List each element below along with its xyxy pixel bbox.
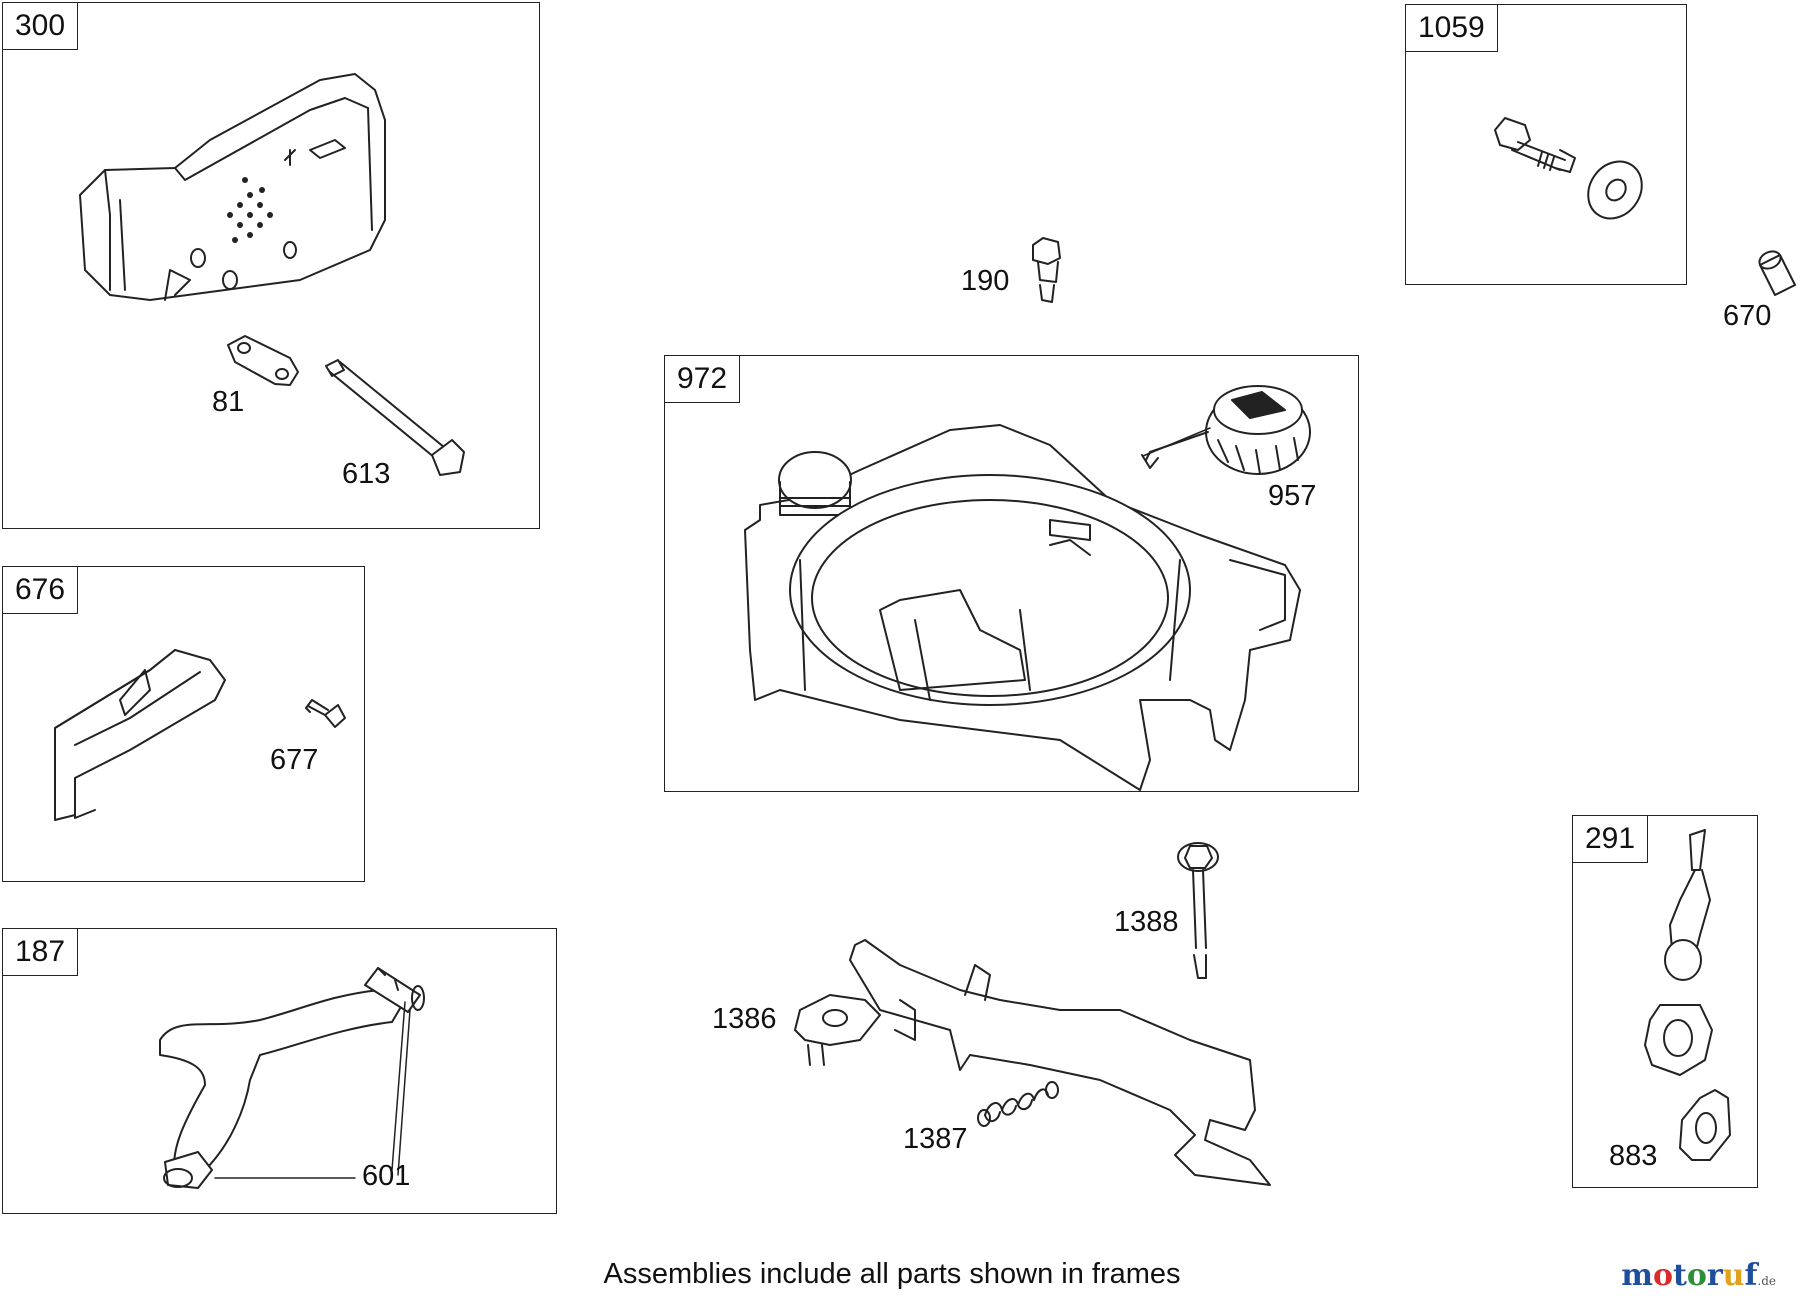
callout-1387: 1387 — [903, 1123, 968, 1155]
logo-letter: u — [1722, 1258, 1745, 1293]
motoruf-logo: motoruf.de — [1621, 1258, 1776, 1293]
frame-label: 187 — [3, 929, 79, 976]
frame-291: 291 — [1572, 815, 1758, 1188]
gasket-883-part — [1679, 1089, 1731, 1161]
screw-677-part — [305, 699, 346, 728]
muffler-part — [79, 73, 386, 301]
logo-letter: m — [1621, 1258, 1653, 1293]
callout-670: 670 — [1723, 300, 1772, 332]
logo-suffix: .de — [1757, 1274, 1776, 1288]
leader-lines — [214, 427, 1211, 1179]
logo-letter: r — [1706, 1258, 1723, 1293]
callout-677: 677 — [270, 744, 319, 776]
breather-hose-part — [159, 967, 425, 1189]
callout-957: 957 — [1268, 480, 1317, 512]
shield-676-part — [54, 649, 226, 821]
governor-bracket-1386-part — [794, 939, 1271, 1186]
spacer-670-part — [1758, 250, 1796, 296]
frame-1059: 1059 — [1405, 4, 1687, 285]
blower-housing-part — [744, 424, 1301, 791]
bolt-1388-part — [1177, 842, 1219, 979]
frame-label: 1059 — [1406, 5, 1498, 52]
bolt-1059-part — [1494, 117, 1576, 173]
frame-676: 676 — [2, 566, 365, 882]
callout-883: 883 — [1609, 1140, 1658, 1172]
frame-label: 291 — [1573, 816, 1649, 863]
frame-label: 676 — [3, 567, 79, 614]
frame-972: 972 — [664, 355, 1359, 792]
callout-1388: 1388 — [1114, 906, 1179, 938]
assemblies-caption: Assemblies include all parts shown in fr… — [603, 1258, 1181, 1290]
frame-300: 300 — [2, 2, 540, 529]
frame-label: 300 — [3, 3, 79, 50]
callout-601: 601 — [362, 1160, 411, 1192]
frame-label: 972 — [665, 356, 741, 403]
spring-1387-part — [977, 1081, 1059, 1127]
callout-1386: 1386 — [712, 1003, 777, 1035]
bolt-613-part — [325, 359, 465, 476]
callout-190: 190 — [961, 265, 1010, 297]
logo-letter: f — [1744, 1258, 1758, 1293]
washer-1059-part — [1587, 160, 1643, 220]
gasket-81-part — [227, 335, 299, 386]
logo-letter: o — [1686, 1258, 1707, 1293]
frame-187: 187 — [2, 928, 557, 1214]
dipstick-291-part — [1644, 829, 1713, 1076]
logo-letters: motoruf — [1621, 1258, 1757, 1293]
callout-613: 613 — [342, 458, 391, 490]
plug-190-part — [1032, 237, 1061, 303]
oil-cap-957-part — [1141, 385, 1311, 475]
logo-letter: t — [1672, 1258, 1687, 1293]
callout-81: 81 — [212, 386, 245, 418]
logo-letter: o — [1652, 1258, 1673, 1293]
